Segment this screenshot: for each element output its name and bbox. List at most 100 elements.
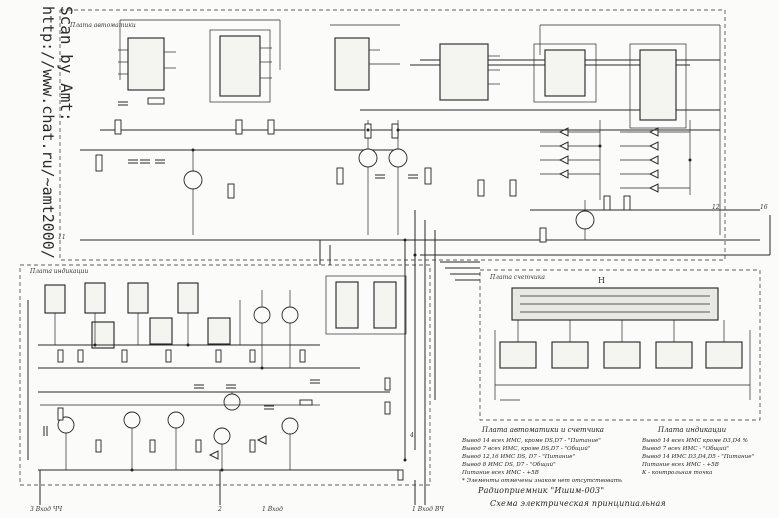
capacitor-icon <box>140 159 150 164</box>
resistor-icon <box>215 349 222 363</box>
resistor-icon <box>509 179 517 197</box>
ic-chip-icon <box>439 43 489 101</box>
scan-url-link[interactable]: http://www.chat.ru/~amt2000/ <box>39 6 57 259</box>
left-note-row: Питание всех ИМС - +5В <box>462 470 539 476</box>
indication-passives <box>43 349 404 481</box>
led-icon <box>648 127 659 137</box>
ic-chip-icon <box>334 37 370 91</box>
diode-icon <box>558 127 569 137</box>
resistor-icon <box>267 119 275 135</box>
automatics-resistors <box>95 97 631 243</box>
schematic-caption: Схема электрическая принципиальная <box>490 499 666 508</box>
capacitor-icon <box>310 379 320 384</box>
board-interconnect <box>319 210 771 470</box>
top-bus-wiring <box>80 19 760 241</box>
transistor-icon <box>123 411 141 429</box>
scan-credit: Scan by Amt: http://www.chat.ru/~amt2000… <box>38 6 76 259</box>
led-icon <box>648 155 659 165</box>
diode-icon <box>208 450 219 460</box>
counter-board <box>494 287 751 401</box>
right-notes-header: Плата индикации <box>658 426 727 434</box>
transistor-icon <box>575 210 595 230</box>
right-note-row: К - контрольная точка <box>642 470 713 476</box>
resistor-icon <box>384 401 391 415</box>
resistor-icon <box>336 167 344 185</box>
right-note-row: Вывод 14 ИМС D3,D4,D5 - "Питание" <box>642 454 755 460</box>
left-note-row: Вывод 12,16 ИМС DS, D7 - "Питание" <box>462 454 576 460</box>
transistor-icon <box>213 427 231 445</box>
transistor-icon <box>223 393 241 411</box>
input-1-label: 1 Вход <box>262 506 283 513</box>
automatics-ic-chips <box>127 29 687 129</box>
left-note-row: Вывод 14 всех ИМС, кроме DS,D7 - "Питани… <box>462 438 601 444</box>
pin-11-label: 11 <box>58 234 66 241</box>
resistor-icon <box>77 349 84 363</box>
pin-12-label: 12 <box>712 204 720 211</box>
led-icon <box>648 141 659 151</box>
resistor-icon <box>227 183 235 199</box>
ic-chip-icon <box>149 317 173 345</box>
transistor-icon <box>281 417 299 435</box>
resistor-icon <box>149 439 156 453</box>
automatics-transistors <box>183 120 595 240</box>
scan-by-label: Scan by Amt: <box>57 6 76 122</box>
resistor-icon <box>623 195 631 211</box>
transistor-icon <box>388 148 408 168</box>
resistor-icon <box>249 439 256 453</box>
bottom-input-leads <box>39 470 426 505</box>
automatics-board-title: Плата автоматики <box>70 22 136 29</box>
resistor-icon <box>397 469 404 481</box>
capacitor-icon <box>226 384 236 389</box>
chip-pin-lines <box>118 47 500 85</box>
ic-chip-icon <box>91 321 115 349</box>
transistor-icon <box>167 411 185 429</box>
resistor-icon <box>121 349 128 363</box>
resistor-icon <box>384 377 391 391</box>
resistor-icon <box>147 97 165 105</box>
led-icon <box>648 169 659 179</box>
capacitor-icon <box>264 405 274 410</box>
resistor-icon <box>165 349 172 363</box>
resistor-icon <box>299 349 306 363</box>
resistor-icon <box>477 179 485 197</box>
resistor-icon <box>57 407 64 421</box>
ic-chip-icon <box>177 282 199 314</box>
capacitor-icon <box>43 426 48 436</box>
automatics-board-outline <box>59 9 726 261</box>
ic-chip-icon <box>44 284 66 314</box>
left-note-row: Вывод 7 всех ИМС, кроме DS,D7 - "Общий" <box>462 446 591 452</box>
ic-chip-icon <box>499 341 537 369</box>
diode-icon <box>558 141 569 151</box>
resistor-icon <box>114 119 122 135</box>
diode-icon <box>256 435 267 445</box>
left-note-row: Вывод 8 ИМС DS, D7 - "Общий" <box>462 462 556 468</box>
resistor-icon <box>539 227 547 243</box>
ic-chip-icon <box>603 341 641 369</box>
transistor-icon <box>183 170 203 190</box>
pin-4-label: 4 <box>410 432 414 439</box>
led-array <box>540 120 691 200</box>
product-name: Радиоприемник "Ишим-003" <box>478 486 605 495</box>
ic-chip-icon <box>544 49 586 97</box>
ic-chip-icon <box>127 282 149 314</box>
indication-board-outline <box>19 264 431 486</box>
capacitor-icon <box>194 384 204 389</box>
input-3-label: 3 Вход ЧЧ <box>30 506 63 513</box>
resistor-icon <box>195 439 202 453</box>
right-note-row: Вывод 14 всех ИМС кроме D3,D4 % <box>642 438 748 444</box>
resistor-icon <box>57 349 64 363</box>
led-icon <box>648 183 659 193</box>
ic-chip-icon <box>335 281 359 329</box>
resistor-icon <box>249 349 256 363</box>
capacitor-icon <box>118 101 128 106</box>
indication-board <box>27 275 407 471</box>
ic-chip-icon <box>655 341 693 369</box>
right-note-row: Вывод 7 всех ИМС - "Общий" <box>642 446 729 452</box>
resistor-icon <box>299 399 313 406</box>
input-2-label: 2 <box>218 506 222 513</box>
transistor-icon <box>281 306 299 324</box>
diode-icon <box>558 169 569 179</box>
resistor-icon <box>424 167 432 185</box>
capacitor-icon <box>128 159 138 164</box>
